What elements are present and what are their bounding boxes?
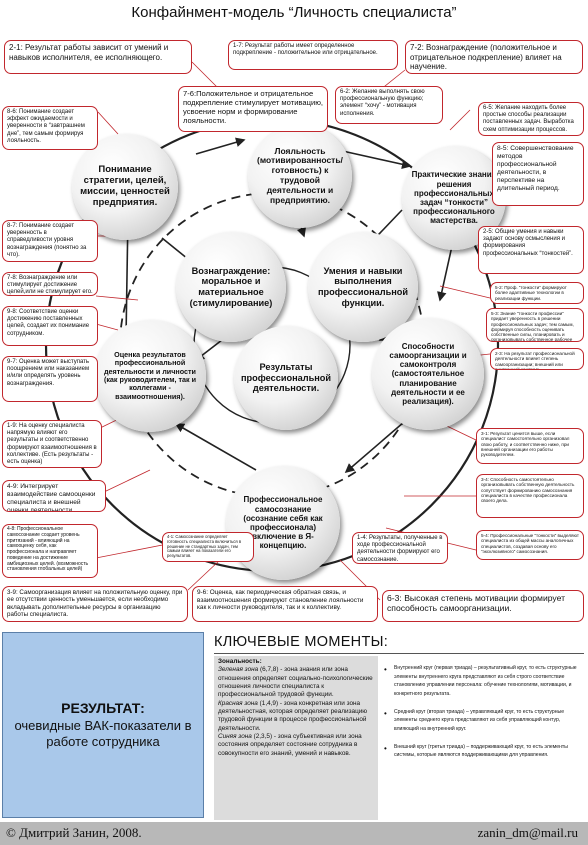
node-skills: Умения и навыки выполнения профессиональ… [308, 232, 418, 342]
note-9-8: 9-8: Соответствие оценки достижению пост… [2, 306, 98, 346]
page-title: Конфайнмент-модель “Личность специалиста… [131, 4, 457, 21]
bullet-middle-circle: Средний круг (вторая триада) – управляющ… [384, 707, 584, 734]
note-1-9: 1-9: На оценку специалиста напрямую влия… [2, 420, 102, 468]
email-link[interactable]: zanin_dm@mail.ru [477, 825, 578, 840]
zones-panel: Зональность: Зеленая зона (6,7,8) - зона… [214, 656, 378, 820]
zone-green-text: (6,7,8) - зона знания или зона отношения… [218, 666, 373, 699]
note-6-3: 6-3: Высокая степень мотивации формирует… [382, 590, 584, 622]
zone-green-name: Зеленая зона [218, 666, 259, 674]
zone-blue: Синяя зона (2,3,5) - зона субъективная и… [218, 733, 374, 758]
note-5-4: 5-4: Профессиональные “тонкости” выделяю… [476, 530, 584, 560]
author: © Дмитрий Занин, 2008. [6, 825, 142, 840]
node-selforg: Способности самоорганизации и самоконтро… [372, 318, 484, 430]
note-7-8: 7-8: Вознаграждение или стимулирует дост… [2, 272, 98, 296]
zone-red-name: Красная зона [218, 699, 258, 707]
note-4-8: 4-8: Профессиональное самосознание созда… [2, 524, 98, 578]
bullet-outer-circle: Внешний круг (третья триада) – поддержив… [384, 742, 584, 760]
node-evaluation: Оценка результатов профессиональной деят… [94, 320, 206, 432]
note-5-3: 5-3: Знание “тонкости профессии” придает… [486, 308, 584, 342]
key-heading: КЛЮЧЕВЫЕ МОМЕНТЫ: [214, 634, 389, 650]
note-7-2: 7-2: Вознаграждение (положительное и отр… [405, 40, 583, 74]
note-9-6: 9-6: Оценка, как периодическая обратная … [192, 586, 378, 622]
note-9-7: 9-7: Оценка может выступать поощрением и… [2, 356, 98, 402]
zone-blue-name: Синяя зона [218, 732, 252, 740]
result-text: очевидные ВАК-показатели в работе сотруд… [14, 717, 192, 749]
note-1-4: 1-4: Результаты, полученные в ходе профе… [352, 532, 448, 564]
node-loyalty: Лояльность (мотивированность/ готовность… [248, 124, 352, 228]
note-7-6: 7-6:Положительное и отрицательное подкре… [178, 86, 328, 132]
note-3-1: 3-1: Результат ценится выше, если специа… [476, 428, 584, 464]
zone-blue-text: (2,3,5) - зона субъективная или зона сос… [218, 732, 362, 757]
note-2-3: 2-3: На результат профессиональной деяте… [490, 348, 584, 370]
zone-red-text: (1,4,9) - зона конкретная или зона деяте… [218, 699, 368, 732]
note-6-5: 6-5: Желание находить более простые спос… [478, 102, 584, 136]
note-4-9: 4-9: Интегрирует взаимодействие самооцен… [2, 480, 106, 512]
node-selfaware: Профессиональное самосознание (осознание… [226, 466, 340, 580]
footer: © Дмитрий Занин, 2008. zanin_dm@mail.ru [0, 822, 588, 845]
note-1-7: 1-7: Результат работы имеет определенное… [228, 40, 398, 70]
note-4-1: 4-1: Самосознание определяет готовность … [162, 532, 254, 562]
note-8-7: 8-7: Понимание создает уверенность в спр… [2, 220, 98, 262]
result-title: РЕЗУЛЬТАТ: [61, 700, 145, 716]
note-8-6: 8-6: Понимание создает эффект ожидаемост… [2, 106, 98, 150]
note-3-9: 3-9: Самоорганизация влияет на положител… [2, 586, 188, 622]
note-2-5: 2-5: Общие умения и навыки задают основу… [478, 226, 584, 274]
note-3-4: 3-4: Способность самостоятельно организо… [476, 474, 584, 518]
bullet-inner-circle: Внутренний круг (первая триада) – резуль… [384, 663, 584, 699]
zone-green: Зеленая зона (6,7,8) - зона знания или з… [218, 666, 374, 699]
key-divider [214, 653, 584, 654]
result-panel: РЕЗУЛЬТАТ: очевидные ВАК-показатели в ра… [2, 632, 204, 818]
note-2-1: 2-1: Результат работы зависит от умений … [4, 40, 192, 74]
node-reward: Вознаграждение: моральное и материальное… [176, 232, 286, 342]
zone-red: Красная зона (1,4,9) - зона конкретная и… [218, 700, 374, 733]
note-6-2: 6-2: Желание выполнять свою профессионал… [335, 86, 443, 124]
note-8-5: 8-5: Совершенствование методов профессио… [492, 142, 584, 206]
circles-list: Внутренний круг (первая триада) – резуль… [384, 663, 584, 769]
note-5-2: 5-2: Проф. “тонкости” формируют более ад… [490, 282, 584, 304]
zones-title: Зональность: [218, 658, 262, 665]
node-results: Результаты профессиональной деятельности… [234, 326, 338, 430]
